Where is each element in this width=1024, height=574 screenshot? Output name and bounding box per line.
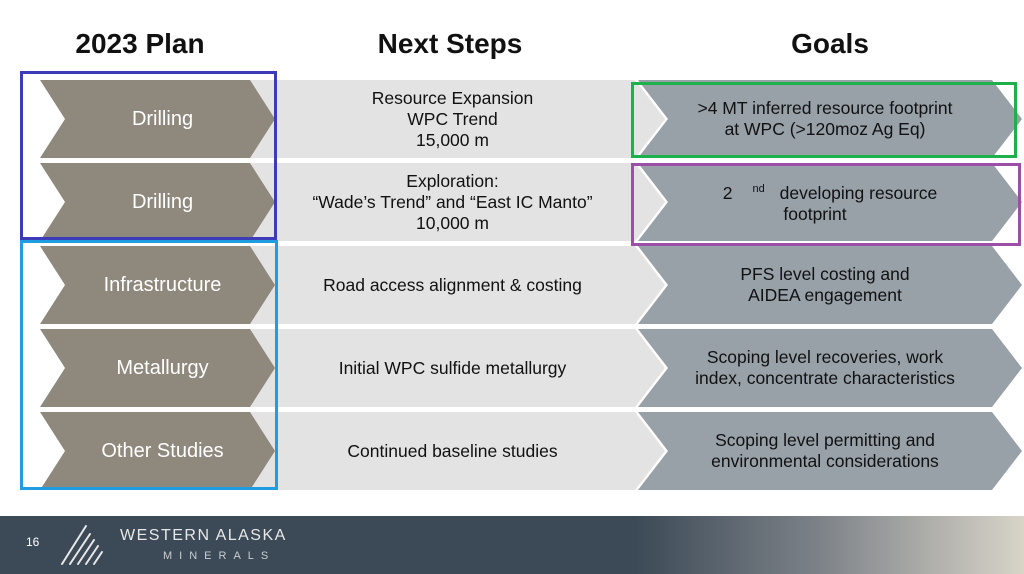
plan-chevron: Metallurgy	[40, 329, 275, 407]
drilling-highlight-box	[20, 71, 277, 240]
plan-chevron: Infrastructure	[40, 246, 275, 324]
plan-label: Drilling	[131, 190, 194, 213]
next-step-text: Initial WPC sulfide metallurgy	[338, 357, 567, 378]
goal-text-suffix: developing resource footprint	[779, 182, 938, 224]
plan-label: Metallurgy	[116, 356, 209, 379]
goal-text: PFS level costing and AIDEA engagement	[740, 264, 910, 305]
next-step-text: Road access alignment & costing	[323, 274, 582, 295]
company-logo-icon	[61, 525, 103, 565]
plan-label: Other Studies	[101, 439, 224, 462]
heading-goals: Goals	[791, 28, 869, 59]
goal-chevron: >4 MT inferred resource footprint at WPC…	[638, 80, 1022, 158]
next-step-chevron: Resource Expansion WPC Trend 15,000 m	[240, 80, 665, 158]
table-row: Initial WPC sulfide metallurgy Scoping l…	[0, 329, 1024, 407]
goal-text-superscript: nd	[752, 183, 765, 196]
goal-chevron: Scoping level permitting and environment…	[638, 412, 1022, 490]
table-row: Road access alignment & costing PFS leve…	[0, 246, 1024, 324]
goal-highlight-box-purple	[631, 163, 1021, 246]
plan-chevron: Drilling	[40, 163, 275, 241]
goal-text-prefix: 2	[722, 182, 733, 203]
goal-chevron: 2 nd developing resource footprint	[638, 163, 1022, 241]
plan-chevron: Drilling	[40, 80, 275, 158]
goal-text: Scoping level permitting and environment…	[711, 430, 939, 471]
goal-highlight-box-green	[631, 82, 1017, 158]
footer-bar: 16 WESTERN ALASKA MINERALS	[0, 516, 1024, 574]
table-row: Continued baseline studies Scoping level…	[0, 412, 1024, 490]
studies-highlight-box	[20, 240, 278, 490]
goal-text: Scoping level recoveries, work index, co…	[695, 347, 955, 388]
next-step-text: Continued baseline studies	[347, 440, 558, 461]
goal-chevron: PFS level costing and AIDEA engagement	[638, 246, 1022, 324]
next-step-chevron: Exploration: “Wade’s Trend” and “East IC…	[240, 163, 665, 241]
next-step-text: Exploration: “Wade’s Trend” and “East IC…	[312, 170, 593, 233]
plan-label: Infrastructure	[103, 273, 222, 296]
table-row: Exploration: “Wade’s Trend” and “East IC…	[0, 163, 1024, 241]
logo-wordmark-bottom: MINERALS	[163, 550, 276, 562]
plan-chevron: Other Studies	[40, 412, 275, 490]
logo-wordmark-top: WESTERN ALASKA	[120, 527, 287, 544]
next-step-chevron: Continued baseline studies	[240, 412, 665, 490]
goal-chevron: Scoping level recoveries, work index, co…	[638, 329, 1022, 407]
plan-label: Drilling	[131, 107, 194, 130]
next-step-chevron: Road access alignment & costing	[240, 246, 665, 324]
heading-next-steps: Next Steps	[377, 28, 523, 59]
goal-text: 2 nd developing resource footprint	[703, 179, 957, 225]
table-row: Resource Expansion WPC Trend 15,000 m >4…	[0, 80, 1024, 158]
page-number: 16	[26, 535, 40, 549]
next-step-chevron: Initial WPC sulfide metallurgy	[240, 329, 665, 407]
next-step-text: Resource Expansion WPC Trend 15,000 m	[371, 87, 534, 150]
goal-text: >4 MT inferred resource footprint at WPC…	[697, 98, 953, 139]
heading-2023-plan: 2023 Plan	[75, 28, 205, 59]
